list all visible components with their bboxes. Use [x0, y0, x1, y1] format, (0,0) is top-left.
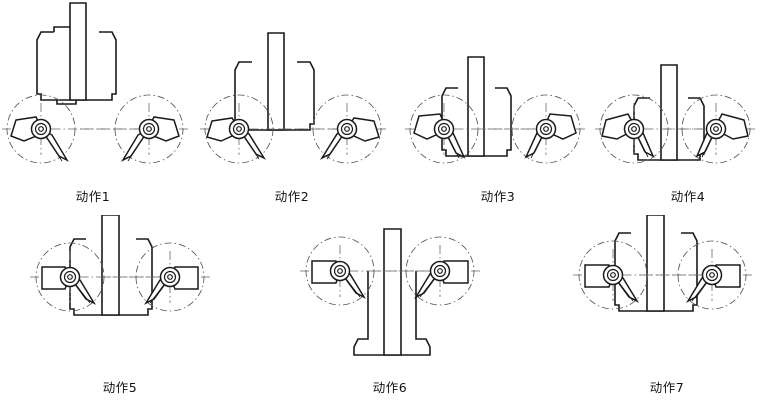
body-assembly-1 [36, 2, 117, 105]
right-roller-assembly-2 [278, 94, 386, 164]
figure-action-4-drawing [595, 64, 755, 164]
figure-action-1 [0, 0, 190, 180]
figure-action-7-drawing [573, 215, 752, 312]
body-assembly-6 [353, 228, 431, 356]
right-roller-assembly-1 [80, 94, 188, 164]
figure-action-7 [565, 215, 760, 375]
caption-action-1: 动作1 [75, 189, 111, 204]
right-roller-assembly-6 [370, 236, 480, 306]
figure-action-1-drawing [2, 2, 188, 164]
right-roller-assembly-3 [480, 94, 585, 164]
figure-action-2-drawing [200, 32, 386, 164]
caption-action-7: 动作7 [649, 380, 685, 395]
body-assembly-7 [614, 215, 698, 312]
left-roller-assembly-4 [595, 94, 730, 164]
caption-action-3: 动作3 [480, 189, 516, 204]
figure-action-6 [290, 215, 490, 375]
figure-action-4 [590, 0, 760, 180]
figure-action-5 [20, 215, 220, 375]
caption-action-4: 动作4 [670, 189, 706, 204]
left-roller-assembly-5 [30, 242, 198, 312]
figure-action-3 [400, 0, 590, 180]
caption-action-5: 动作5 [102, 380, 138, 395]
body-assembly-5 [69, 215, 153, 316]
right-roller-assembly-5 [100, 242, 210, 312]
figure-action-3-drawing [405, 56, 585, 164]
right-roller-assembly-7 [640, 240, 752, 310]
left-roller-assembly-1 [2, 94, 152, 164]
figure-action-5-drawing [30, 215, 210, 316]
left-roller-assembly-2 [200, 94, 350, 164]
left-roller-assembly-3 [405, 94, 552, 164]
figure-action-6-drawing [300, 228, 480, 356]
caption-action-2: 动作2 [274, 189, 310, 204]
body-assembly-2 [234, 32, 315, 131]
caption-action-6: 动作6 [372, 380, 408, 395]
figure-action-2 [198, 0, 388, 180]
right-roller-assembly-4 [660, 94, 755, 164]
left-roller-assembly-6 [300, 236, 468, 306]
body-assembly-3 [441, 56, 512, 157]
